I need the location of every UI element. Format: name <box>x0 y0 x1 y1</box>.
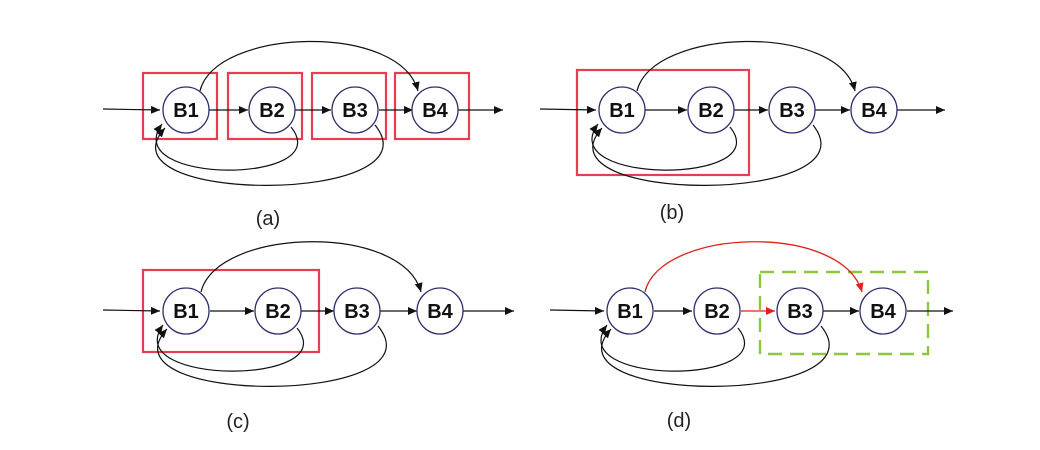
region-box-b1 <box>141 71 219 141</box>
node-label: B4 <box>870 301 896 323</box>
node-b3: B3 <box>331 86 379 134</box>
edge-entry <box>102 306 161 315</box>
edge-b1-b4 <box>636 40 857 92</box>
node-b1: B1 <box>162 287 210 335</box>
node-b2: B2 <box>248 86 296 134</box>
node-label: B1 <box>617 301 643 323</box>
node-label: B4 <box>427 301 453 323</box>
panel-d: B1 B2 B3 B4 (d) <box>549 241 953 432</box>
edge-b3-b1-back <box>155 124 384 186</box>
node-label: B2 <box>259 100 285 122</box>
node-b3: B3 <box>776 287 824 335</box>
panel-a: B1 B2 B3 B4 (a) <box>102 40 503 230</box>
region-box-b4 <box>393 71 471 141</box>
edge-b1-b4 <box>200 241 423 293</box>
edge-entry <box>102 105 161 114</box>
node-b2: B2 <box>693 287 741 335</box>
edge-b1-b4 <box>199 40 420 92</box>
node-b3: B3 <box>333 287 381 335</box>
edge-entry <box>539 105 597 114</box>
edge-entry <box>549 306 605 315</box>
node-label: B2 <box>698 100 724 122</box>
panel-caption: (b) <box>660 202 684 224</box>
node-b4: B4 <box>850 86 898 134</box>
node-label: B4 <box>422 100 448 122</box>
edge-b1-b4-highlight <box>644 241 864 293</box>
panel-c: B1 B2 B3 B4 (c) <box>102 241 514 433</box>
panel-caption: (a) <box>256 208 280 230</box>
node-label: B1 <box>173 301 199 323</box>
node-label: B3 <box>779 100 805 122</box>
node-label: B1 <box>173 100 199 122</box>
node-label: B3 <box>342 100 368 122</box>
edge-b3-b1-back <box>592 124 822 186</box>
node-b1: B1 <box>598 86 646 134</box>
merged-region-box-b3-b4 <box>758 270 930 356</box>
node-b2: B2 <box>687 86 735 134</box>
panel-b: B1 B2 B3 B4 (b) <box>539 40 945 224</box>
edge-b2-b1-back <box>153 123 299 171</box>
node-label: B1 <box>609 100 635 122</box>
node-label: B3 <box>787 301 813 323</box>
node-b1: B1 <box>162 86 210 134</box>
node-label: B2 <box>704 301 730 323</box>
region-box-b3 <box>310 71 388 141</box>
node-b1: B1 <box>606 287 654 335</box>
node-b2: B2 <box>254 287 302 335</box>
node-label: B4 <box>861 100 887 122</box>
panel-caption: (c) <box>226 411 249 433</box>
edge-b3-b1-back <box>601 325 830 387</box>
edge-b3-b1-back <box>157 325 387 387</box>
node-label: B3 <box>344 301 370 323</box>
region-box-b1-b2 <box>575 68 751 177</box>
node-label: B2 <box>265 301 291 323</box>
region-box-b2 <box>226 71 304 141</box>
edge-b2-b1-back <box>154 324 305 372</box>
node-b4: B4 <box>411 86 459 134</box>
edge-b2-b1-back <box>598 324 746 372</box>
node-b4: B4 <box>859 287 907 335</box>
node-b4: B4 <box>416 287 464 335</box>
node-b3: B3 <box>768 86 816 134</box>
panel-caption: (d) <box>667 410 691 432</box>
